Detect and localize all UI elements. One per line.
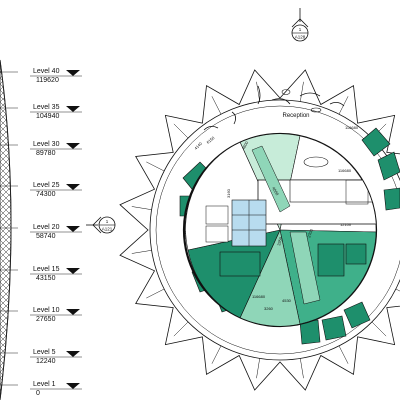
level-marker: Level 40 119620 <box>0 68 82 84</box>
section-number: 1 <box>106 219 109 224</box>
diagonal-corridor <box>289 231 321 305</box>
facade-outline <box>119 69 400 391</box>
dimension-text: 4200 <box>182 230 187 240</box>
level-name: Level 10 <box>33 307 60 314</box>
office-pod <box>343 301 371 329</box>
level-marker: Level 15 43150 <box>0 266 82 282</box>
dimension-text: 3260 <box>264 306 274 311</box>
level-name: Level 20 <box>33 224 60 231</box>
section-ref: A121 <box>102 227 113 232</box>
facade-strut <box>211 96 222 115</box>
dimension-text: 4600 <box>241 140 250 151</box>
level-value: 58740 <box>36 233 56 240</box>
core <box>182 132 378 328</box>
level-arrow-icon <box>66 351 80 357</box>
office-pod <box>383 187 400 211</box>
office-pod <box>321 315 347 341</box>
level-name: Level 15 <box>33 266 60 273</box>
level-arrow-icon <box>66 383 80 389</box>
facade-strut <box>173 321 189 337</box>
facade-zigzag <box>119 69 400 391</box>
level-name: Level 5 <box>33 349 56 356</box>
facade-strut <box>173 123 189 139</box>
dimension-text: 2700 <box>306 228 314 239</box>
level-marker: Level 1 0 <box>0 381 82 397</box>
level-marker: Level 10 27650 <box>0 307 82 323</box>
office-pod <box>377 151 400 181</box>
level-arrow-icon <box>66 309 80 315</box>
level-marker: Level 30 89780 <box>0 141 82 157</box>
reception-label: Reception <box>282 113 309 119</box>
dimension-text: 3160 <box>226 188 231 198</box>
meeting-room <box>219 251 261 277</box>
level-arrow-icon <box>66 268 80 274</box>
level-value: 74300 <box>36 191 56 198</box>
level-marker: Level 20 58740 <box>0 224 82 240</box>
facade-strut <box>371 321 387 337</box>
level-value: 119620 <box>36 77 59 84</box>
facade-strut <box>146 161 165 172</box>
dimension-text: 3350 <box>276 236 283 247</box>
facade-strut <box>256 81 260 102</box>
level-marker: Level 25 74300 <box>0 182 82 198</box>
meeting-table <box>303 156 329 168</box>
facade-strut <box>300 358 304 379</box>
level-name: Level 25 <box>33 182 60 189</box>
section-marker-left: 1 A121 <box>86 216 116 234</box>
spot-level: 116680 <box>338 168 352 173</box>
meeting-room <box>345 243 367 265</box>
section-number: 1 <box>299 27 302 32</box>
level-value: 12240 <box>36 358 56 365</box>
dimensions: 116680 116680 116680 12100 3160 4000 335… <box>182 125 359 311</box>
reception-furniture <box>203 85 345 131</box>
facade-strut <box>300 81 304 102</box>
level-arrow-icon <box>66 226 80 232</box>
section-marker-top: 1 A128 <box>291 8 309 42</box>
facade-strut <box>131 206 152 210</box>
level-value: 27650 <box>36 316 56 323</box>
level-arrow-icon <box>66 184 80 190</box>
level-name: Level 40 <box>33 68 60 75</box>
level-arrow-icon <box>66 143 80 149</box>
facade-strut <box>338 345 349 364</box>
facade-strut <box>131 250 152 254</box>
core-width: 12100 <box>340 222 352 227</box>
level-value: 43150 <box>36 275 56 282</box>
level-arrow-icon <box>66 70 80 76</box>
slab-inner-edge <box>155 105 400 355</box>
diagonal-corridor <box>251 145 291 213</box>
dimension-text: 4000 <box>271 186 280 197</box>
level-list: Level 40 119620 Level 35 104940 Level 30… <box>0 68 82 397</box>
facade-strut <box>395 288 400 292</box>
level-name: Level 1 <box>33 381 56 388</box>
level-name: Level 30 <box>33 141 60 148</box>
level-name: Level 35 <box>33 104 60 111</box>
dimension-text: 4530 <box>282 298 292 303</box>
spot-level: 116680 <box>345 125 359 130</box>
level-marker: Level 5 12240 <box>0 349 82 365</box>
level-arrow-icon <box>66 106 80 112</box>
office-pod <box>361 127 391 157</box>
level-value: 104940 <box>36 113 59 120</box>
tower-elevation <box>0 59 12 400</box>
slab-edge <box>149 99 400 361</box>
level-marker: Level 35 104940 <box>0 104 82 120</box>
dimension-text: 4140 <box>193 140 203 150</box>
facade-strut <box>211 345 222 364</box>
meeting-room <box>317 243 345 277</box>
facade-strut <box>256 358 260 379</box>
section-ref: A128 <box>295 35 306 40</box>
facade-strut <box>146 288 165 299</box>
dimension-text: 6150 <box>205 135 216 145</box>
spot-level: 116680 <box>252 294 266 299</box>
level-value: 89780 <box>36 150 56 157</box>
level-value: 0 <box>36 390 40 397</box>
